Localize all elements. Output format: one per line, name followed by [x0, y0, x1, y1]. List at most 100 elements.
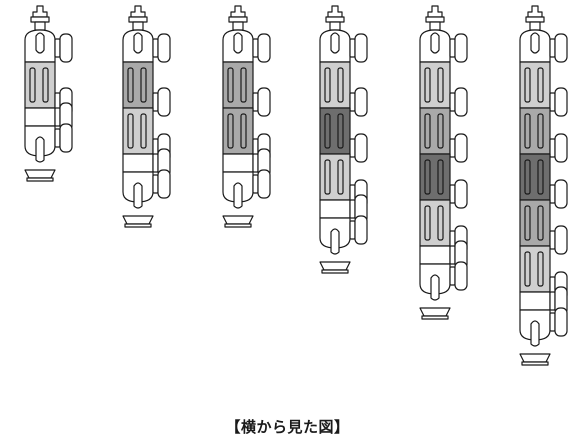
- segment-groove: [524, 159, 531, 195]
- lock-knob: [549, 179, 568, 209]
- bottom-ball-foot: [222, 169, 271, 228]
- knob-grip: [354, 133, 368, 163]
- knob-grip: [554, 133, 568, 163]
- stand-6-five-extensions: [519, 5, 568, 366]
- extension-segment: [319, 61, 368, 117]
- base-plate: [321, 269, 349, 274]
- stand-5-four-extensions: [419, 5, 468, 320]
- extension-segment: [519, 61, 568, 117]
- knob-stem: [349, 92, 356, 112]
- foot-neck: [133, 182, 143, 209]
- segment-groove: [524, 205, 531, 241]
- lock-knob: [449, 87, 468, 117]
- segment-groove: [337, 113, 344, 149]
- knob-stem: [549, 184, 556, 204]
- base-plate: [26, 177, 54, 182]
- segment-groove: [240, 113, 247, 149]
- stand-4-three-extensions: [319, 5, 368, 274]
- bottom-ball-foot: [122, 169, 171, 228]
- lock-knob: [549, 33, 568, 63]
- segment-groove: [537, 159, 544, 195]
- camera-screw: [130, 5, 146, 18]
- segment-groove: [324, 159, 331, 195]
- slot: [133, 32, 143, 54]
- knob-grip: [354, 33, 368, 63]
- foot-neck: [35, 136, 45, 163]
- knob-grip: [157, 33, 171, 63]
- knob-grip: [257, 33, 271, 63]
- segment-groove: [227, 67, 234, 103]
- base-plate: [124, 223, 152, 228]
- camera-screw: [327, 5, 343, 18]
- segment-groove: [140, 67, 147, 103]
- lock-knob: [549, 87, 568, 117]
- extension-segment: [319, 107, 368, 163]
- knob-stem: [54, 107, 61, 127]
- knob-grip: [554, 87, 568, 117]
- knob-grip: [354, 215, 368, 245]
- lock-knob: [449, 179, 468, 209]
- knob-stem: [549, 230, 556, 250]
- lock-knob: [349, 215, 368, 245]
- screw-plate: [525, 16, 545, 23]
- segment-groove: [324, 113, 331, 149]
- neck: [429, 21, 441, 31]
- knob-grip: [59, 123, 73, 153]
- knob-grip: [554, 307, 568, 337]
- segment-groove: [537, 67, 544, 103]
- diagram-caption: 【横から見た図】: [225, 418, 350, 436]
- extension-segment: [419, 61, 468, 117]
- knob-stem: [152, 38, 159, 58]
- knob-stem: [449, 266, 456, 286]
- extension-segment: [519, 199, 568, 255]
- knob-stem: [54, 38, 61, 58]
- knob-grip: [554, 179, 568, 209]
- knob-stem: [549, 92, 556, 112]
- suction-base: [419, 307, 451, 317]
- segment-groove: [42, 67, 49, 103]
- top-ball-head: [122, 5, 171, 63]
- extension-segment: [519, 107, 568, 163]
- lock-knob: [549, 307, 568, 337]
- lower-connector: [419, 245, 451, 265]
- knob-stem: [549, 312, 556, 332]
- knob-grip: [354, 87, 368, 117]
- knob-stem: [252, 38, 259, 58]
- lower-connector: [319, 199, 351, 219]
- lower-connector: [519, 291, 551, 311]
- slot: [530, 32, 540, 54]
- foot-neck: [233, 182, 243, 209]
- bottom-ball-foot: [24, 123, 73, 182]
- stand-3-two-extensions: [222, 5, 271, 228]
- lock-knob: [349, 87, 368, 117]
- segment-groove: [240, 67, 247, 103]
- knob-stem: [549, 38, 556, 58]
- suction-base: [519, 353, 551, 363]
- knob-grip: [157, 169, 171, 199]
- extension-segment: [222, 61, 271, 117]
- knob-stem: [449, 38, 456, 58]
- knob-stem: [549, 291, 556, 311]
- segment-groove: [337, 67, 344, 103]
- lock-knob: [349, 33, 368, 63]
- knob-stem: [349, 220, 356, 240]
- segment-groove: [524, 251, 531, 287]
- stand-1-no-extension: [24, 5, 73, 182]
- segment-groove: [537, 205, 544, 241]
- knob-grip: [454, 87, 468, 117]
- extension-segment: [419, 107, 468, 163]
- suction-base: [24, 169, 56, 179]
- knob-stem: [252, 153, 259, 173]
- knob-stem: [449, 138, 456, 158]
- screw-plate: [30, 16, 50, 23]
- slot: [35, 32, 45, 54]
- lock-knob: [252, 87, 271, 117]
- lock-knob: [549, 225, 568, 255]
- base-plate: [521, 361, 549, 366]
- extension-segment: [419, 153, 468, 209]
- segment-groove: [524, 67, 531, 103]
- knob-stem: [349, 199, 356, 219]
- knob-stem: [449, 92, 456, 112]
- screw-plate: [425, 16, 445, 23]
- stand-2-one-extension: [122, 5, 171, 228]
